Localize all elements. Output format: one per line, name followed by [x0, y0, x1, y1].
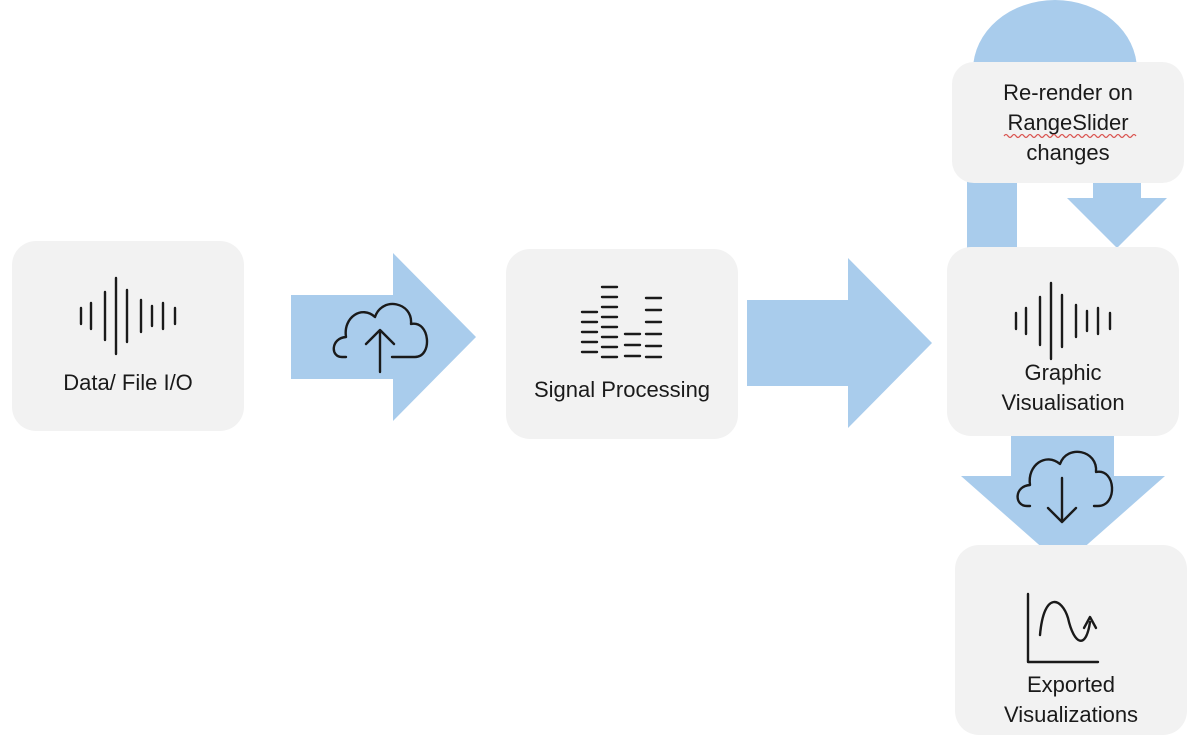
node-label-line2: RangeSlider — [1007, 110, 1128, 135]
waveform-icon — [1014, 281, 1112, 361]
arrow-data-to-signal — [291, 253, 476, 421]
waveform-icon — [79, 276, 177, 356]
node-box — [952, 62, 1184, 183]
cloud-download-icon — [1016, 450, 1114, 524]
node-exported-visualizations: Exported Visualizations — [955, 545, 1187, 735]
arrow-graphic-to-exported — [961, 430, 1165, 566]
node-label-line2: Visualizations — [1004, 702, 1138, 727]
equalizer-icon — [580, 285, 663, 359]
cloud-upload-icon — [332, 302, 429, 374]
node-box — [506, 249, 738, 439]
node-graphic-visualisation: Graphic Visualisation — [947, 247, 1179, 436]
node-label-line2: Visualisation — [1001, 390, 1124, 415]
node-label-line1: Exported — [1027, 672, 1115, 697]
node-label-line1: Graphic — [1024, 360, 1101, 385]
arrow-shape — [747, 258, 932, 428]
spellcheck-underline — [1003, 133, 1137, 139]
node-label: Data/ File I/O — [63, 370, 193, 395]
node-label-line3: changes — [1026, 140, 1109, 165]
node-label: Signal Processing — [534, 377, 710, 402]
node-label-line1: Re-render on — [1003, 80, 1133, 105]
node-signal-processing: Signal Processing — [506, 249, 738, 439]
node-data-file-io: Data/ File I/O — [12, 241, 244, 431]
arrow-signal-to-graphic — [747, 258, 932, 428]
arrow-shape — [291, 253, 476, 421]
chart-trend-icon — [1026, 592, 1100, 664]
loop-arrow-down-head — [1067, 198, 1167, 248]
node-re-render: Re-render on RangeSlider changes — [952, 62, 1184, 183]
node-box — [955, 545, 1187, 735]
